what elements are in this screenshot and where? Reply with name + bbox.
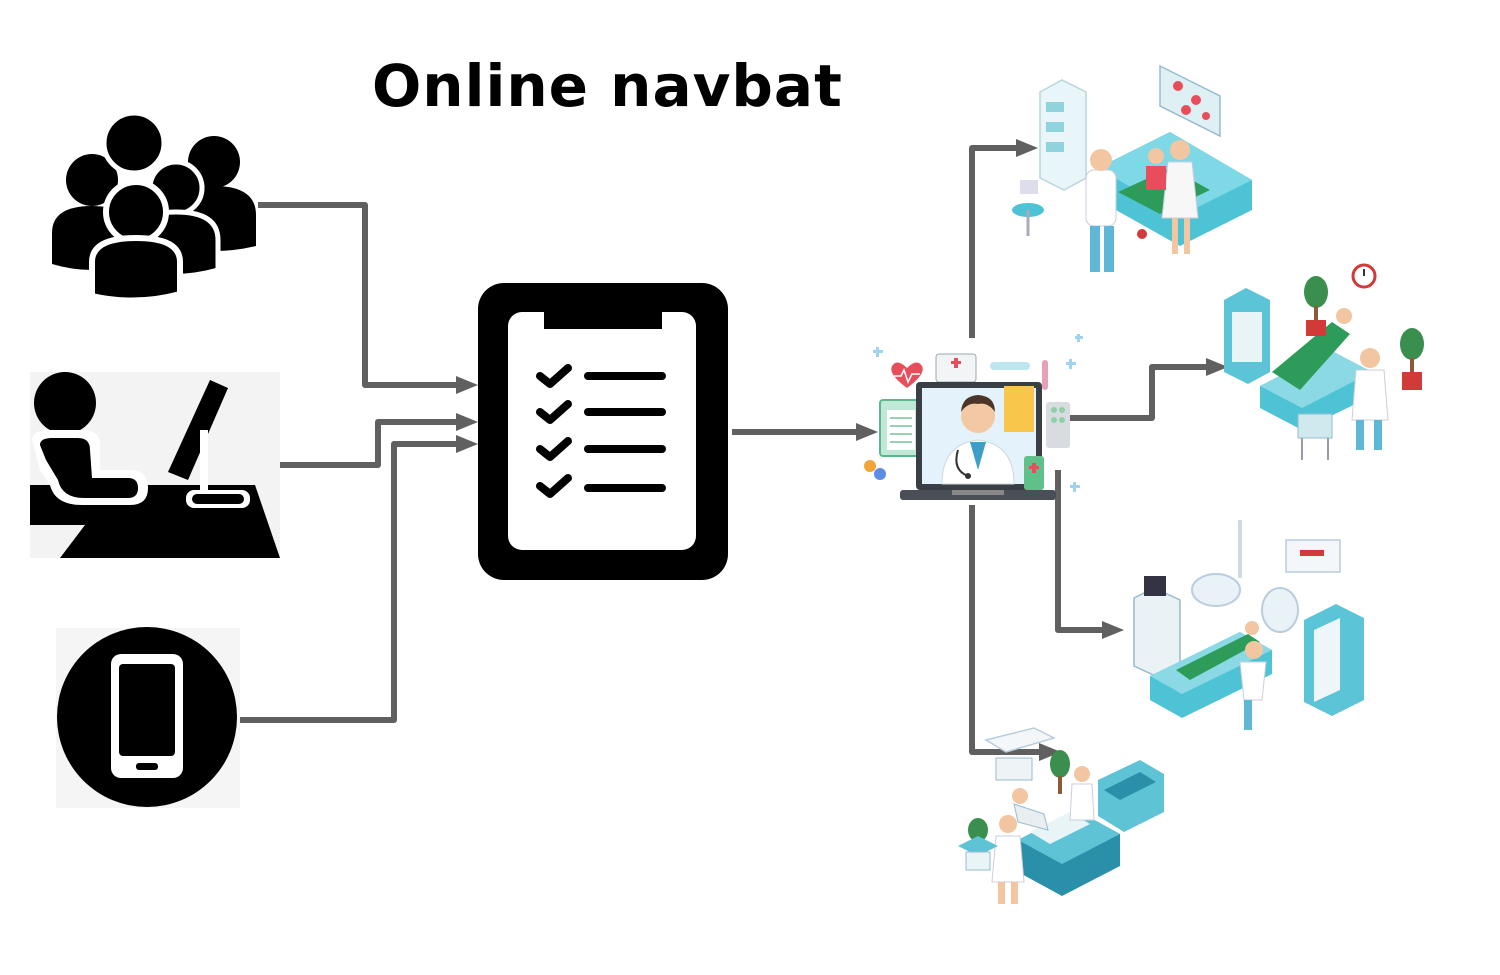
dental-room-illustration xyxy=(1224,263,1424,460)
heart-icon xyxy=(891,362,923,388)
arrowheads xyxy=(456,139,1228,761)
connector-laptop-to-dental xyxy=(1068,364,1212,421)
arrowhead xyxy=(1206,358,1228,376)
plus-icon xyxy=(873,334,1083,492)
connector-laptop-to-pediatric xyxy=(969,145,1022,338)
page-title: Online navbat xyxy=(372,52,843,120)
connector-phone-to-checklist xyxy=(240,441,462,723)
people-group-icon xyxy=(52,110,256,304)
arrowhead xyxy=(1039,743,1061,761)
checklist-items xyxy=(536,364,666,498)
smartphone-icon xyxy=(56,627,240,808)
connectors xyxy=(240,145,1212,755)
check-mark-icon xyxy=(536,364,572,388)
operating-room-illustration xyxy=(1133,520,1364,730)
telemedicine-laptop-doctor-icon xyxy=(864,334,1083,500)
arrowhead xyxy=(456,413,478,431)
hospital-ward-illustration xyxy=(958,727,1164,904)
check-mark-icon xyxy=(536,474,572,498)
arrowhead xyxy=(1016,139,1038,157)
check-mark-icon xyxy=(536,400,572,424)
arrowhead xyxy=(456,435,478,453)
connector-laptop-to-ward xyxy=(969,505,1045,755)
connector-computer-to-checklist xyxy=(280,419,462,468)
person-at-computer-icon xyxy=(30,372,280,558)
connector-laptop-to-operating xyxy=(1055,470,1108,633)
connector-people-to-checklist xyxy=(258,202,462,388)
pediatric-ward-illustration xyxy=(1012,64,1252,272)
arrowhead xyxy=(856,423,878,441)
arrowhead xyxy=(1102,621,1124,639)
arrowhead xyxy=(456,376,478,394)
check-mark-icon xyxy=(536,437,572,461)
checklist-clipboard-icon xyxy=(478,283,728,580)
